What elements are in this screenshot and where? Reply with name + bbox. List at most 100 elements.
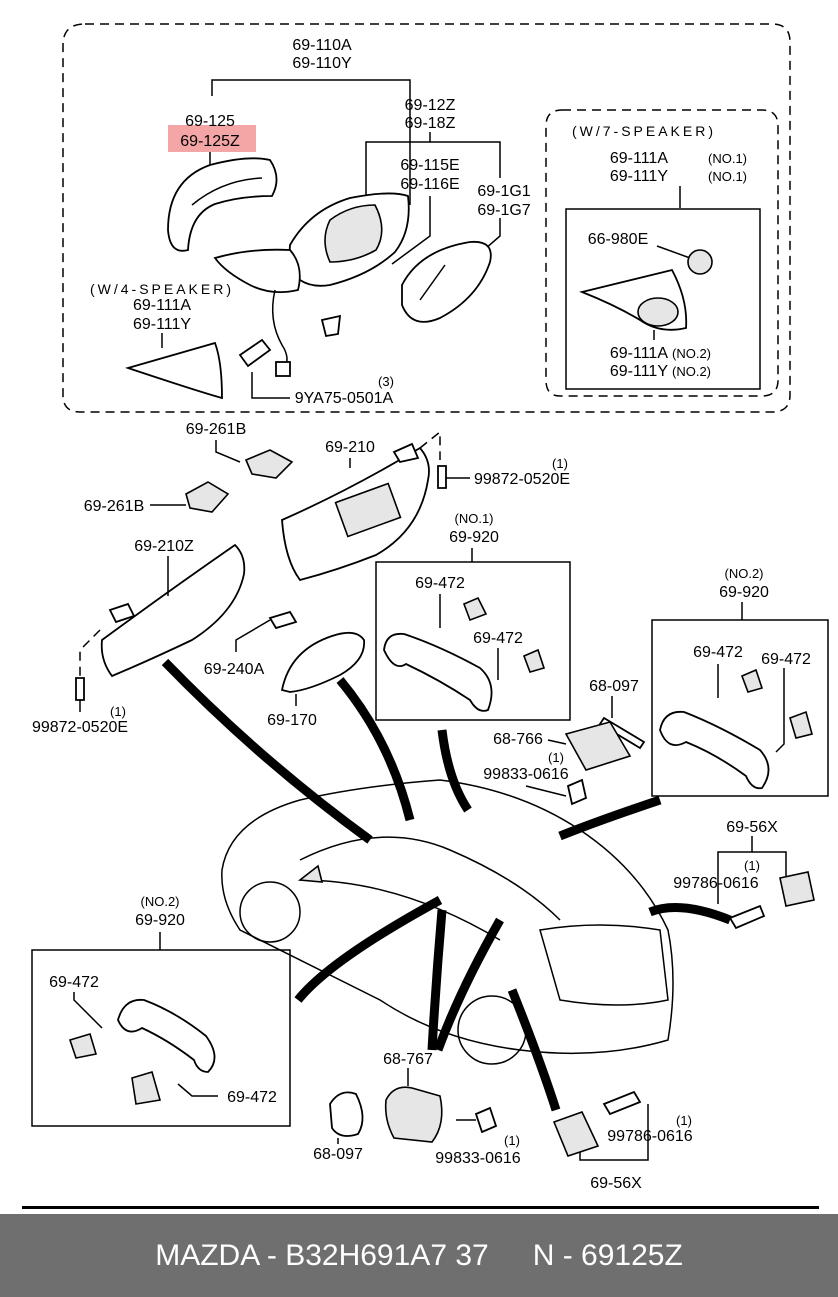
screw-99833-a [566, 778, 588, 806]
pointer-68-767 [427, 909, 447, 1051]
label-69-1g7: 69-1G7 [477, 202, 530, 219]
room-lamp-68-767 [384, 1086, 443, 1143]
mirror-connector [275, 361, 291, 377]
label-69-125z: 69-125Z [180, 133, 240, 150]
visor-holder-b [185, 481, 230, 513]
grip-box-no2-left [31, 949, 291, 1127]
label-69-110y: 69-110Y [292, 55, 352, 72]
car-tailgate [539, 924, 669, 1006]
mirror-base [213, 248, 301, 294]
leader-68-766 [547, 739, 567, 745]
w7-speaker-frame [545, 109, 779, 397]
label-qty-3: (3) [378, 374, 394, 389]
label-69-1g1: 69-1G1 [477, 183, 530, 200]
pointer-rear-mirror [336, 677, 415, 822]
label-69-472-a: 69-472 [415, 575, 465, 592]
pointer-69-56x-bottom [507, 988, 561, 1112]
leader-69-240a [235, 619, 271, 652]
label-69-472-b: 69-472 [473, 630, 523, 647]
grip-cap-c [740, 668, 764, 693]
mirror-group-frame [62, 23, 791, 413]
label-99786-a: 99786-0616 [673, 875, 759, 892]
label-69-472-d: 69-472 [761, 651, 811, 668]
leader-69-261b-a [215, 440, 241, 463]
w4-speaker-trim [124, 341, 223, 400]
grip-cap-a [462, 596, 488, 622]
leader-69-56x-a [717, 836, 753, 904]
label-w4-speaker: (W/4-SPEAKER) [90, 281, 234, 297]
label-qty-1-d: (1) [744, 858, 760, 873]
label-68-097-a: 68-097 [589, 678, 639, 695]
w7-inner-frame [565, 208, 761, 390]
vanity-mirror [334, 482, 402, 538]
label-69-12z: 69-12Z [405, 97, 456, 114]
label-qty-1-f: (1) [676, 1113, 692, 1128]
label-69-56x-b: 69-56X [590, 1175, 642, 1192]
mirror-motor [324, 204, 383, 263]
leader-69-56x-b [579, 1104, 649, 1161]
footer-part-ref: N - 69125Z [532, 1238, 683, 1272]
grip-cap-d [789, 710, 813, 739]
label-69-125: 69-125 [185, 113, 235, 130]
grip-cap-e [68, 1033, 98, 1059]
label-w7-speaker: (W/7-SPEAKER) [572, 123, 716, 139]
pointer-grip-no1 [437, 729, 472, 813]
label-99833-b: 99833-0616 [435, 1150, 521, 1167]
label-qty-1-e: (1) [504, 1133, 520, 1148]
w7-speaker-grille [637, 297, 679, 327]
label-69-472-c: 69-472 [693, 644, 743, 661]
label-69-111a-no2: 69-111A [610, 345, 668, 362]
footer-bar: MAZDA - B32H691A7 37 N - 69125Z [0, 1214, 838, 1297]
label-no2-a: (NO.2) [672, 346, 711, 361]
room-lamp-68-766 [564, 721, 632, 771]
tweeter-66-980e [687, 249, 713, 275]
leader-69-115e [391, 196, 431, 265]
tie-down-hook-a [779, 871, 815, 907]
leader-69-12z-b [430, 141, 501, 178]
pointer-visor-left [161, 658, 373, 844]
grip-box-no1 [375, 561, 571, 721]
bolt-99786-b [602, 1090, 642, 1116]
mirror-glass-shine [419, 264, 446, 301]
label-69-111y-w4: 69-111Y [133, 316, 191, 333]
label-69-111a-no1: 69-111A [610, 150, 668, 167]
car-mirror-spot [297, 864, 324, 883]
assist-grip-no1 [383, 632, 493, 712]
label-no2-b: (NO.2) [672, 364, 711, 379]
leader-69-472e [73, 992, 103, 1029]
grip-cap-b [522, 648, 546, 673]
lamp-lens-68-097-b [329, 1091, 364, 1137]
pointer-69-56x-top [648, 903, 732, 925]
label-69-210: 69-210 [325, 439, 375, 456]
car-body-outline [221, 779, 674, 1055]
front-wheel [239, 881, 301, 943]
label-69-920-b: 69-920 [719, 584, 769, 601]
label-qty-1-b: (1) [110, 704, 126, 719]
label-no2-d: (NO.2) [141, 894, 180, 909]
label-69-920-a: 69-920 [449, 529, 499, 546]
leader-9ya75 [251, 372, 290, 399]
bolt-99786-a [728, 904, 766, 930]
mirror-glass [401, 240, 492, 323]
visor-holder-a [244, 449, 294, 479]
label-99833-a: 99833-0616 [483, 766, 569, 783]
mirror-mount [268, 610, 298, 630]
grip-box-no2-right [651, 619, 829, 797]
label-no2-c: (NO.2) [725, 566, 764, 581]
visor-hinge-b [108, 602, 136, 624]
visor-axis-b [79, 629, 101, 680]
pointer-grip-no2-right [558, 795, 662, 841]
label-69-170: 69-170 [267, 712, 317, 729]
label-68-766: 68-766 [493, 731, 543, 748]
pointer-68-767-b [433, 917, 504, 1052]
mirror-cover-edge [191, 177, 263, 206]
rear-view-mirror [280, 631, 365, 693]
label-69-116e: 69-116E [400, 176, 459, 193]
assist-grip-no2-left [117, 998, 216, 1073]
mirror-wire [271, 289, 288, 373]
screw-99833-b [474, 1106, 498, 1134]
car-roof-line [299, 836, 561, 921]
label-69-111a-w4: 69-111A [133, 297, 191, 314]
sun-visor-69-210z [100, 543, 246, 678]
